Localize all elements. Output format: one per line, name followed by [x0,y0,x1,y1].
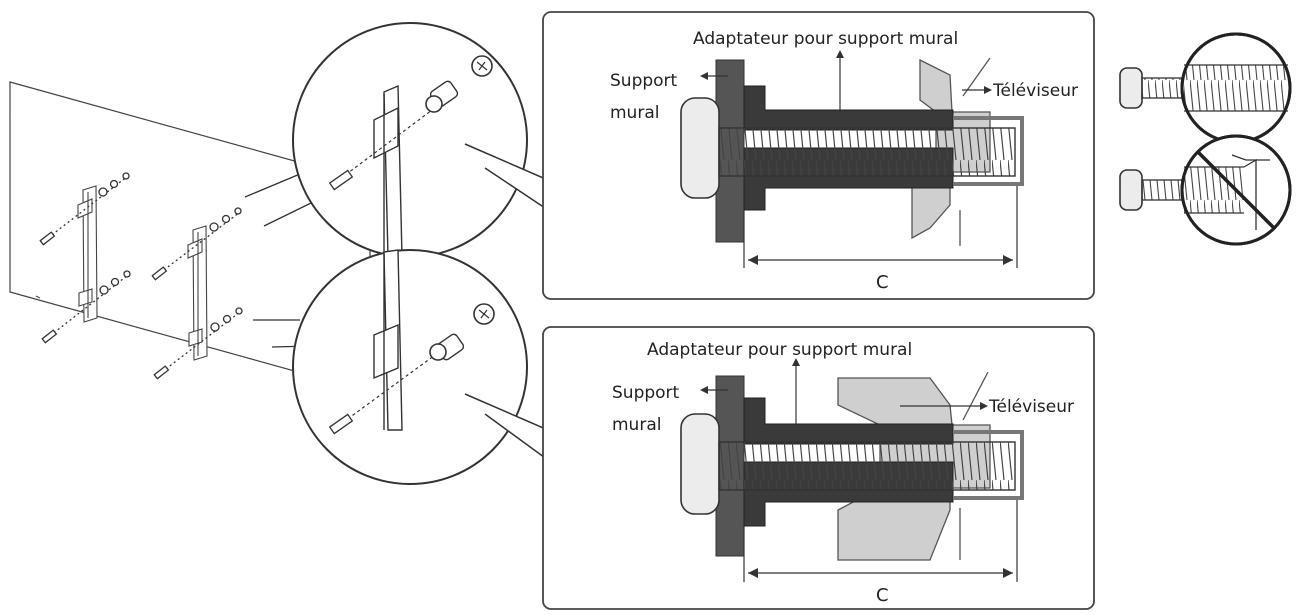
detail-panel-bottom: Adaptateur pour support mural Support mu… [542,326,1095,610]
dimension-c-bottom: C [876,585,889,606]
prohibited-icon [1196,150,1276,230]
magnifier-bottom [253,249,549,485]
overview-bracket-left [77,185,98,323]
tv-label-bottom: Téléviseur [988,397,1074,417]
bracket-label-top-line1: Support [610,71,678,91]
dimension-c-top: C [876,272,889,293]
overview-bracket-right [187,225,208,361]
bolt-head-top [680,97,720,199]
overview-screws [39,172,243,380]
adapter-label-bottom: Adaptateur pour support mural [647,340,912,360]
bracket-label-bottom-line2: mural [612,415,661,435]
bolt-shank-top [718,127,1016,177]
incorrect-screw-icon [1119,134,1292,246]
bracket-label-bottom-line1: Support [612,383,680,403]
tv-back-overview [9,81,371,393]
bolt-head-bottom [680,413,720,515]
tv-label-top: Téléviseur [992,81,1078,101]
magnifier-top [244,22,549,258]
bolt-shank-bottom [718,441,1016,491]
correct-screw-icon [1119,32,1292,144]
adapter-label-top: Adaptateur pour support mural [693,29,958,49]
bracket-label-top-line2: mural [610,103,659,123]
detail-panel-top: Adaptateur pour support mural Support mu… [542,11,1095,300]
